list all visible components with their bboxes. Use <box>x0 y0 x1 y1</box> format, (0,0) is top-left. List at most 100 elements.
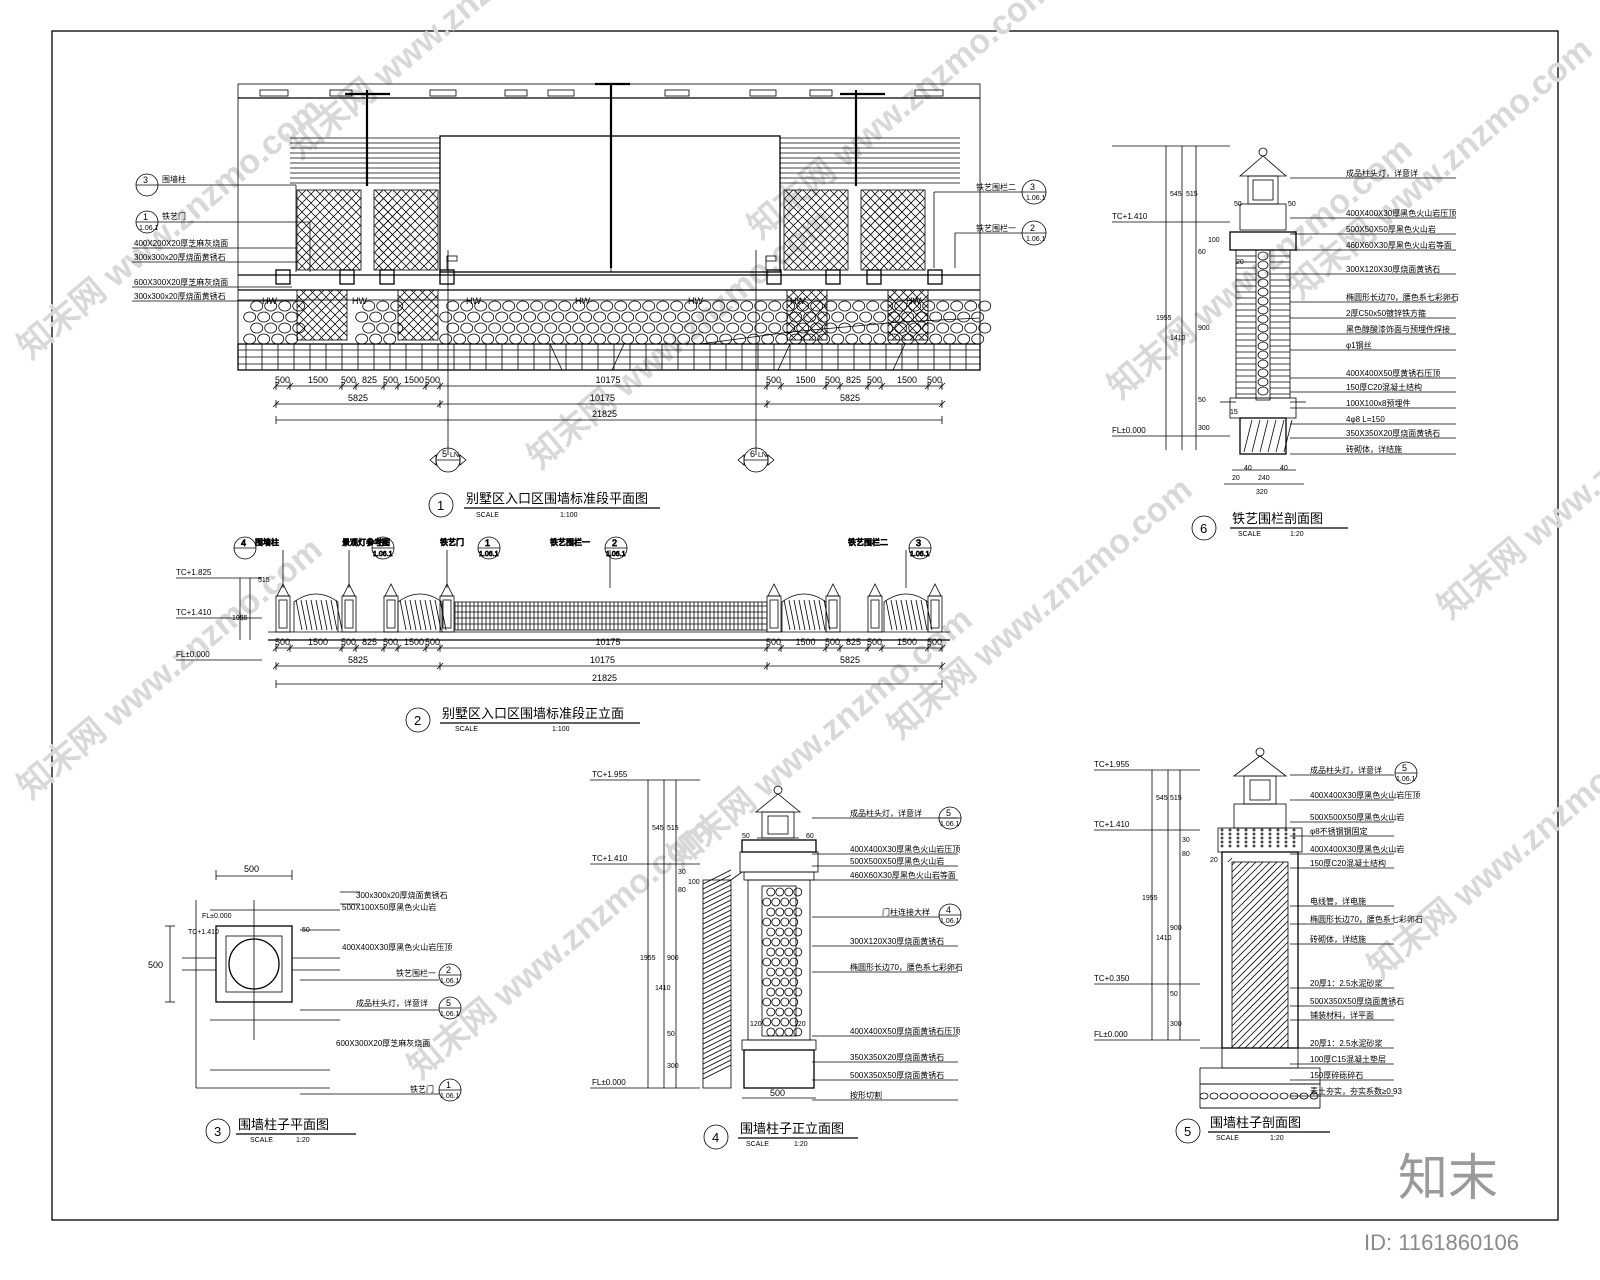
hatch-line <box>783 197 849 263</box>
hatch-line <box>351 260 362 271</box>
cobble <box>859 333 873 345</box>
note-text: 按形切割 <box>850 1090 882 1100</box>
hatch-line <box>817 289 828 300</box>
callout-num: 4 <box>241 538 246 548</box>
dim-value: 500 <box>867 375 882 385</box>
vdim: 1410 <box>1170 335 1186 342</box>
cobble <box>446 300 460 312</box>
hw-label: HW <box>906 296 921 306</box>
cobble <box>978 322 992 334</box>
callout-label: 铁艺门 <box>162 211 186 221</box>
hatch-line <box>419 289 439 309</box>
cobble <box>439 311 453 323</box>
stone-dot <box>1276 828 1280 832</box>
hatch-line <box>373 189 384 200</box>
cobble <box>565 333 579 345</box>
dim-value: 1500 <box>796 375 816 385</box>
panel-hatch <box>315 599 323 631</box>
hatch-line <box>374 189 439 254</box>
cobble <box>621 311 635 323</box>
hatch-line <box>373 189 411 227</box>
cobble <box>600 322 614 334</box>
pebble <box>1257 332 1269 342</box>
cobble <box>488 300 502 312</box>
scale-value: 1:20 <box>794 1141 808 1148</box>
dim-value: 500 <box>825 375 840 385</box>
scale-label: SCALE <box>1238 531 1261 538</box>
cobble <box>873 333 887 345</box>
panel-hatch <box>915 599 923 631</box>
stone-dot <box>1228 840 1232 844</box>
stone-dot <box>1252 832 1256 836</box>
hatch-line <box>786 289 824 327</box>
hatch-line <box>373 206 438 271</box>
vdim: 515 <box>258 577 270 584</box>
note-text: 20厚1：2.5水泥砂浆 <box>1310 1038 1382 1048</box>
hatch-line <box>373 215 429 271</box>
note-text: 门柱连接大样 <box>882 907 930 917</box>
panel-hatch <box>920 599 928 631</box>
dim-slash <box>878 382 886 390</box>
column-plan-drawing: 500 500 50 FL±0.000 TC+1.410 300x300x20厚… <box>148 864 462 1144</box>
dim-slash <box>272 400 280 408</box>
rail-hatch <box>702 909 732 925</box>
fence-post <box>867 595 883 633</box>
vdim: 545 <box>1170 191 1182 198</box>
rail-hatch <box>702 1024 732 1040</box>
hatch-line <box>820 242 849 271</box>
cobble <box>628 300 642 312</box>
hatch-line <box>860 260 871 271</box>
dim-value: 10175 <box>596 375 621 385</box>
panel-hatch <box>419 599 427 631</box>
cobble <box>824 300 838 312</box>
vdim: 300 <box>667 1063 679 1070</box>
cobble <box>964 322 978 334</box>
pebble <box>1257 251 1269 261</box>
callout-num: 1 <box>485 538 490 548</box>
cobble <box>747 333 761 345</box>
fence-post <box>766 595 782 633</box>
hatch-line <box>373 242 402 271</box>
arched-panel <box>293 593 339 632</box>
cobble <box>586 322 600 334</box>
cobble <box>362 300 376 312</box>
note-text: 460X60X30厚黑色火山岩等面 <box>1346 240 1452 250</box>
dim-value: 21825 <box>592 409 617 419</box>
hatch-line <box>860 189 871 200</box>
post-panel <box>386 599 396 629</box>
dim-slash <box>822 644 830 652</box>
cobble <box>775 311 789 323</box>
dim-value: 500 <box>341 637 356 647</box>
hatch-line <box>891 289 929 327</box>
panel-hatch <box>793 599 801 631</box>
hatch-line <box>373 189 420 236</box>
hatch-line <box>392 189 439 236</box>
level-fl: FL±0.000 <box>176 650 210 659</box>
stone-dot <box>1284 836 1288 840</box>
dim-value: 1500 <box>897 375 917 385</box>
pebble <box>766 967 776 977</box>
rail-hatch <box>702 884 732 900</box>
pebble <box>1257 305 1269 315</box>
hatch-line <box>793 189 849 245</box>
note-text: 400X400X30厚黑色火山岩压顶 <box>850 844 960 854</box>
hatch-line <box>786 289 806 309</box>
post-panel <box>828 599 838 629</box>
stone-dot <box>1244 840 1248 844</box>
cobble <box>271 333 285 345</box>
note: 成品柱头灯，详意详 <box>356 998 428 1008</box>
rail-hatch <box>702 1049 732 1065</box>
dim-slash <box>338 644 346 652</box>
pebble <box>766 947 776 957</box>
cobble <box>257 333 271 345</box>
pebble <box>771 997 781 1007</box>
rail-hatch <box>702 889 732 905</box>
cobble <box>740 300 754 312</box>
hatch-line <box>786 321 806 341</box>
hatch-line <box>786 312 815 341</box>
hatch-line <box>897 242 926 271</box>
brand-logo-text: 知末 <box>1398 1149 1498 1207</box>
cobble <box>250 300 264 312</box>
dim-value: 500 <box>341 375 356 385</box>
